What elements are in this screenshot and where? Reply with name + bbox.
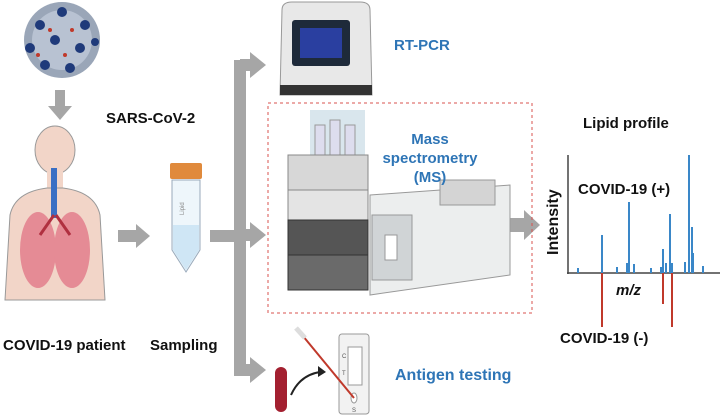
- pcr-machine-icon: [279, 1, 373, 96]
- flow-arrows: [48, 52, 540, 383]
- ms-label-3: (MS): [413, 169, 447, 186]
- ms-label: Mass spectrometry (MS): [370, 130, 490, 187]
- lipid-profile-title: Lipid profile: [583, 115, 669, 132]
- strip-t: T: [342, 371, 346, 377]
- strip-c: C: [342, 354, 347, 360]
- positive-label: COVID-19 (+): [578, 181, 671, 198]
- patient-label: COVID-19 patient: [3, 337, 126, 354]
- lc-ms-instrument-icon: [287, 110, 511, 296]
- negative-label: COVID-19 (-): [560, 330, 649, 347]
- rtpcr-label: RT-PCR: [394, 37, 450, 54]
- lipid-spectrum: [567, 155, 720, 327]
- mz-axis-label: m/z: [616, 282, 642, 299]
- ms-label-2: spectrometry: [382, 150, 478, 167]
- intensity-axis-label: Intensity: [545, 189, 562, 255]
- patient-body-icon: [4, 125, 106, 301]
- virus-icon: [24, 2, 100, 78]
- ms-label-1: Mass: [411, 131, 449, 148]
- strip-s: S: [352, 408, 356, 414]
- antigen-test-icon: C T S: [275, 326, 370, 415]
- sample-tube-icon: Lipid: [170, 163, 202, 273]
- sampling-label: Sampling: [150, 337, 218, 354]
- antigen-label: Antigen testing: [395, 367, 512, 384]
- tube-label: Lipid: [180, 202, 186, 215]
- virus-label: SARS-CoV-2: [106, 110, 196, 127]
- ms-dashed-box: [267, 102, 533, 314]
